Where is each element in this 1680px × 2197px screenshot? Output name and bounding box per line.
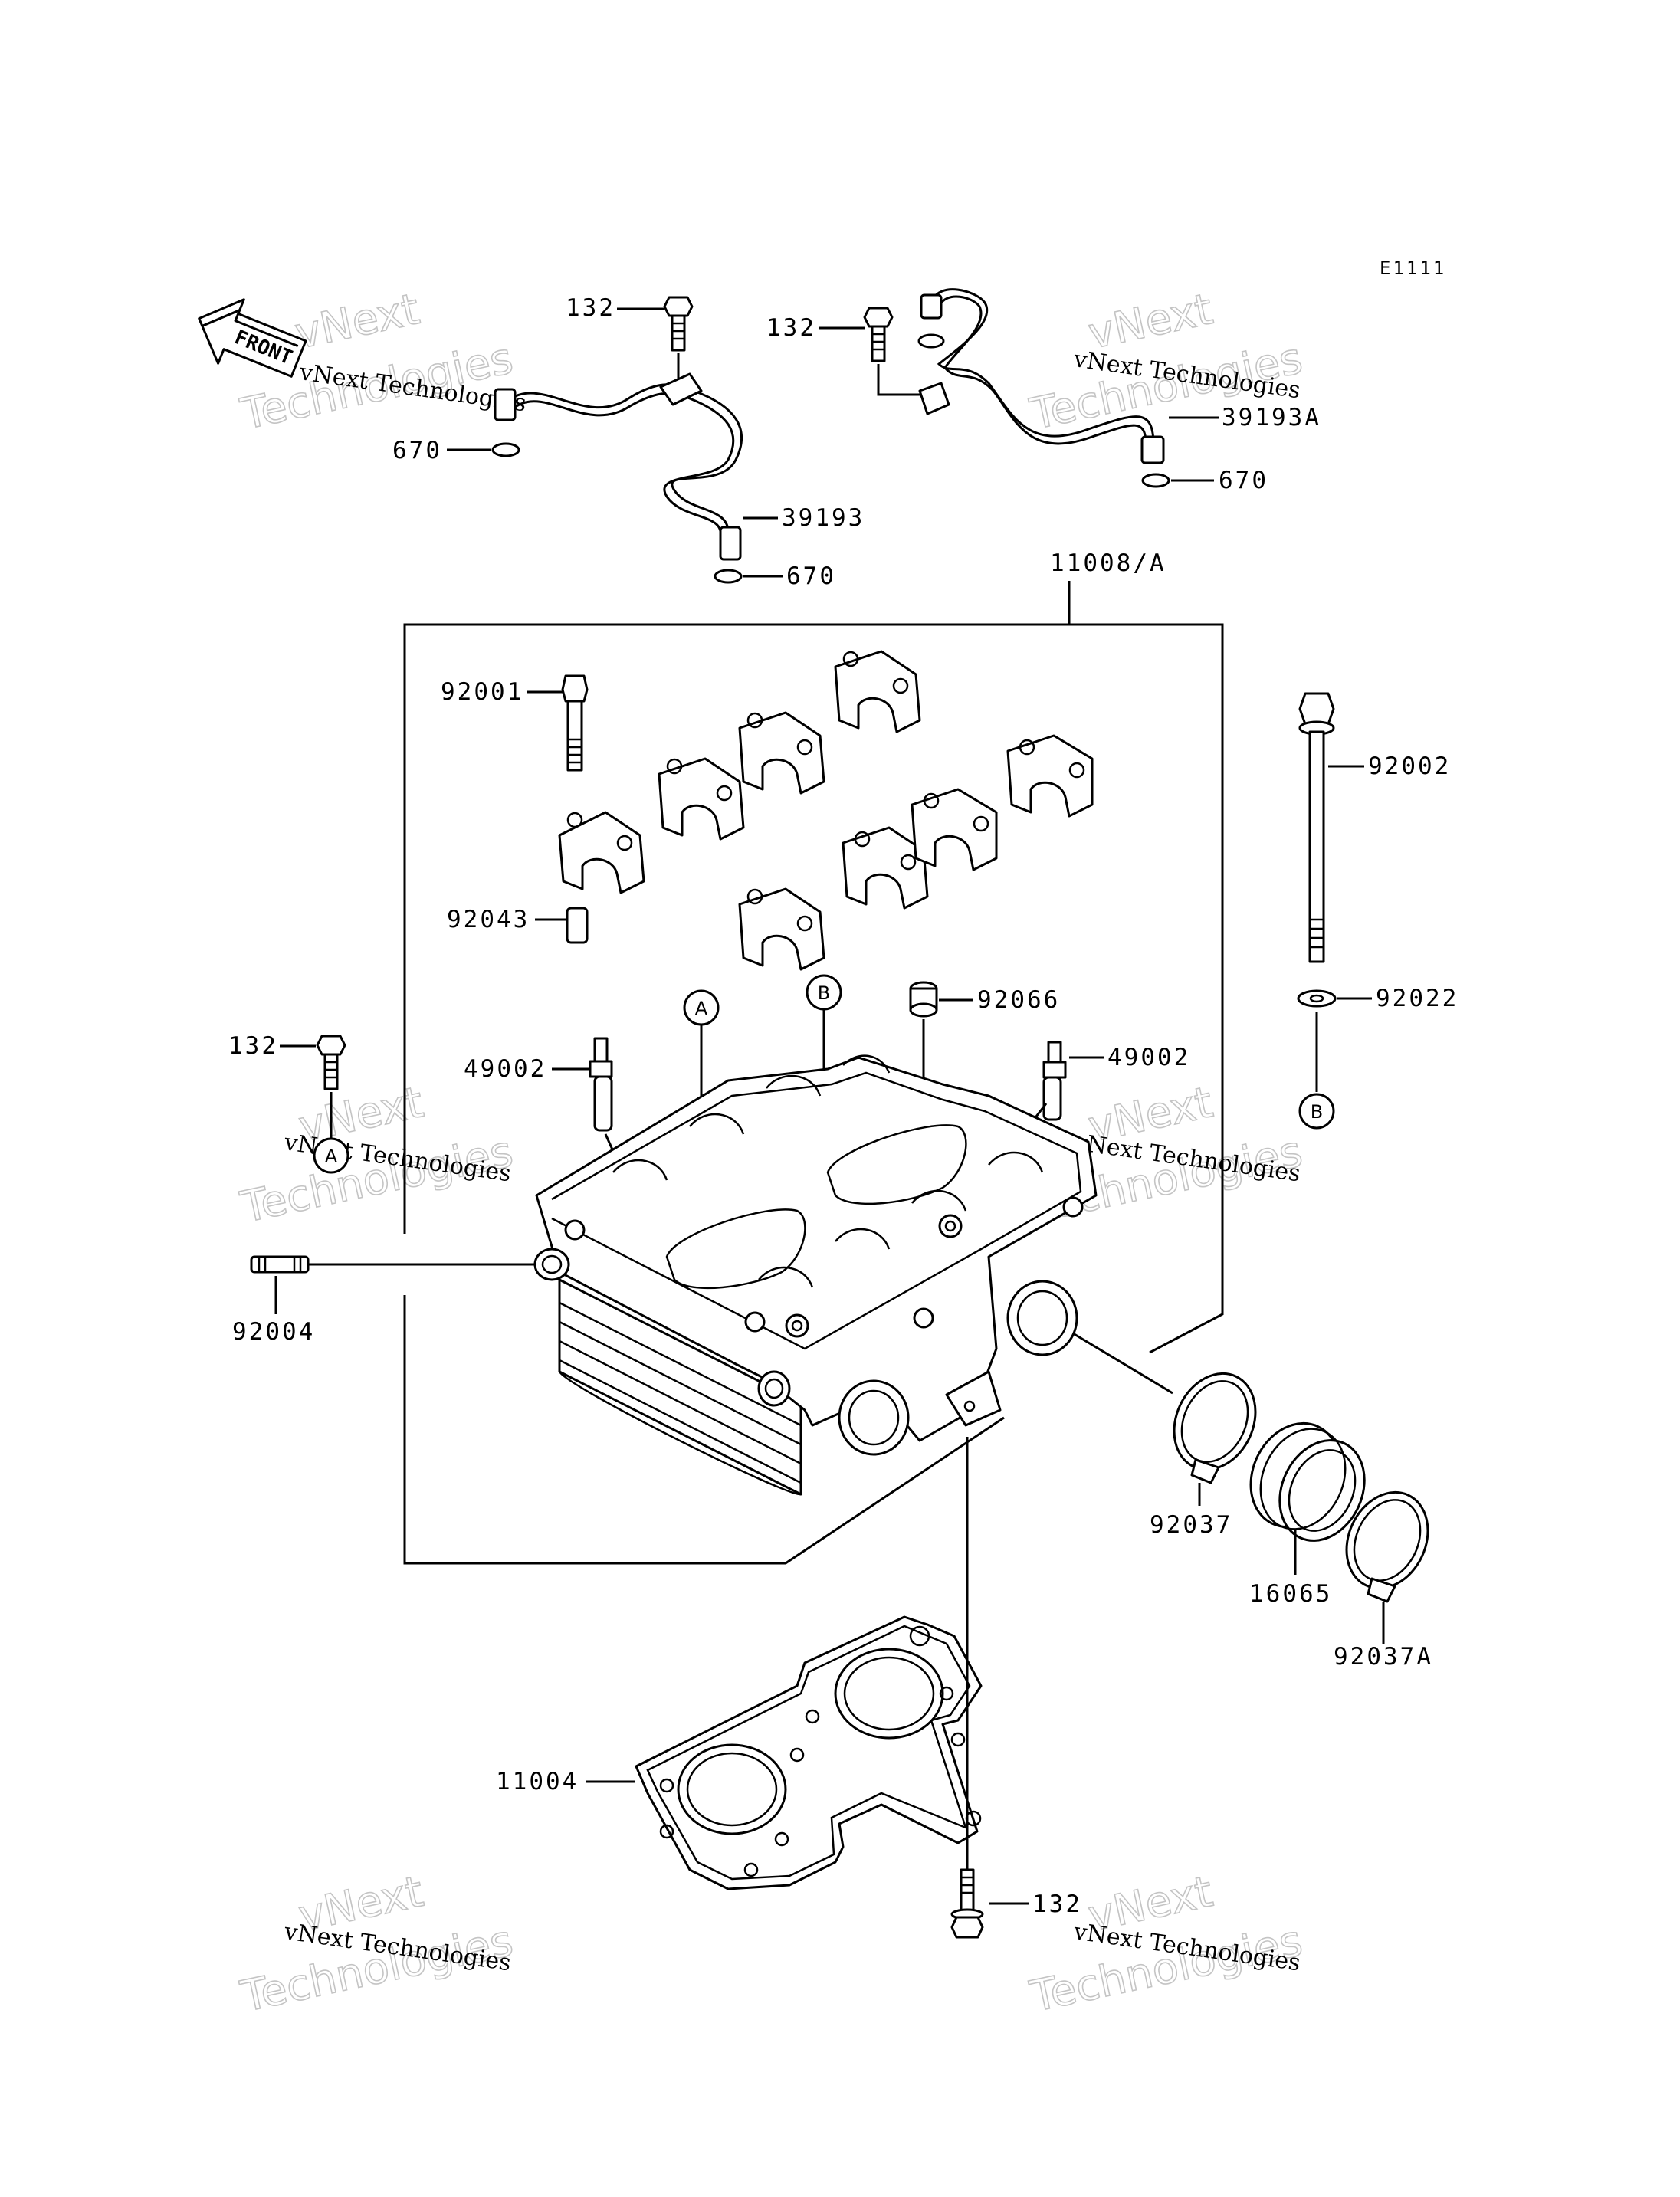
part-label-670: 670	[1219, 467, 1268, 494]
part-label-39193: 39193	[782, 504, 865, 532]
part-label-92002: 92002	[1368, 753, 1451, 780]
valve-guide-49002-right	[1042, 1041, 1067, 1121]
svg-text:B: B	[1311, 1101, 1323, 1123]
stud-92004	[250, 1255, 310, 1274]
clamp-92037	[1173, 1372, 1257, 1484]
part-label-11004: 11004	[496, 1768, 579, 1795]
oil-pipe-left	[494, 372, 743, 561]
callout-a-top	[683, 989, 720, 1026]
plug-92066	[909, 981, 938, 1018]
part-label-92022: 92022	[1376, 985, 1459, 1012]
watermark-brand-text: vNext	[290, 284, 424, 359]
cam-cap-4	[834, 650, 921, 733]
svg-text:A: A	[695, 998, 708, 1019]
part-label-16065: 16065	[1249, 1580, 1332, 1608]
bolt-132-d	[950, 1868, 984, 1939]
watermark-brand-text: vNext	[1084, 284, 1217, 359]
part-label-92037A: 92037A	[1334, 1643, 1433, 1671]
part-label-39193A: 39193A	[1222, 404, 1321, 431]
dowel-pin-92043	[566, 907, 589, 944]
callout-a-left	[313, 1137, 349, 1174]
callout-b-right	[1298, 1093, 1335, 1130]
valve-guide-49002-left	[589, 1037, 613, 1132]
stud-bolt-92002	[1298, 692, 1335, 963]
part-label-670: 670	[392, 437, 442, 464]
cam-cap-7	[1006, 734, 1094, 818]
oil-pipe-right	[918, 288, 1165, 464]
head-gasket-11004	[635, 1615, 983, 1890]
front-arrow-icon: FRONT	[198, 298, 307, 378]
part-label-132: 132	[228, 1032, 278, 1060]
o-ring-670-a	[491, 442, 520, 457]
o-ring-670-top	[917, 333, 945, 349]
cylinder-head	[533, 1054, 1098, 1496]
part-label-92001: 92001	[441, 678, 523, 706]
washer-92022	[1297, 989, 1337, 1008]
part-label-92004: 92004	[232, 1318, 315, 1346]
part-label-92043: 92043	[447, 906, 530, 933]
cam-cap-5	[842, 826, 929, 910]
part-label-132: 132	[766, 314, 816, 342]
part-label-670: 670	[786, 562, 836, 590]
part-label-49002: 49002	[1107, 1044, 1190, 1071]
bolt-132-a	[663, 296, 694, 352]
cam-cap-2	[658, 757, 745, 841]
bolt-132-c	[316, 1035, 346, 1090]
o-ring-670-c	[1141, 473, 1170, 488]
cam-cap-3	[738, 711, 825, 795]
bolt-92001	[561, 674, 589, 772]
part-label-92066: 92066	[977, 986, 1060, 1014]
diagram-code: E1111	[1380, 257, 1446, 279]
cam-cap-8	[738, 887, 825, 971]
svg-text:B: B	[818, 982, 830, 1004]
cam-cap-6	[911, 788, 998, 871]
part-label-132: 132	[1032, 1890, 1082, 1918]
bolt-132-b	[863, 307, 894, 362]
watermark-bottom-left: vNext Technologies vNext Technologies	[236, 1866, 518, 2022]
o-ring-670-b	[714, 569, 743, 584]
group-bracket	[403, 623, 1224, 1354]
part-label-49002: 49002	[464, 1055, 546, 1083]
callout-b-top	[806, 974, 842, 1011]
watermark-mid-left: vNext Technologies vNext Technologies	[236, 1077, 518, 1233]
carburetor-holder-16065	[1249, 1421, 1366, 1542]
part-label-92037: 92037	[1150, 1511, 1232, 1539]
part-label-11008A: 11008/A	[1050, 549, 1166, 577]
cam-cap-1	[558, 811, 645, 894]
part-label-132: 132	[566, 294, 615, 322]
clamp-92037A	[1345, 1490, 1429, 1603]
svg-text:A: A	[325, 1146, 338, 1167]
